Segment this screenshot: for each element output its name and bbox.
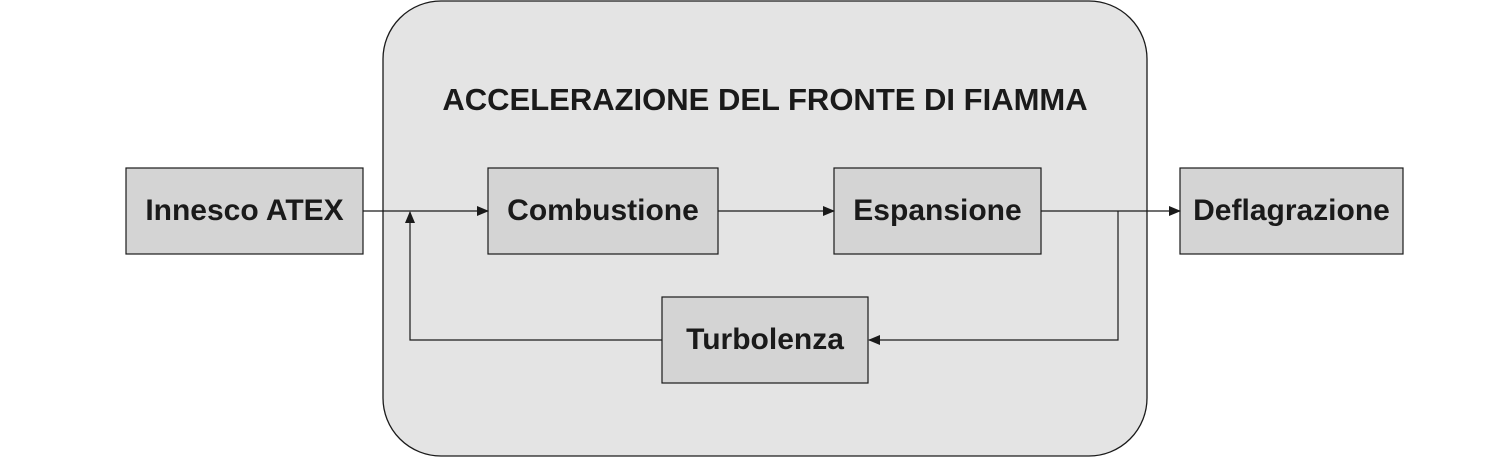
- combustione-box: [487, 167, 719, 255]
- innesco-box: [125, 167, 364, 255]
- turbolenza-label: Turbolenza: [686, 323, 844, 356]
- group-title: ACCELERAZIONE DEL FRONTE DI FIAMMA: [442, 82, 1088, 117]
- combustione-label: Combustione: [507, 194, 699, 227]
- group-container: [382, 0, 1148, 457]
- arrow-espansione-to-turbolenza: [868, 211, 1119, 345]
- deflagrazione-label: Deflagrazione: [1193, 194, 1390, 227]
- turbolenza-box: [661, 296, 869, 384]
- espansione-box: [833, 167, 1042, 255]
- innesco-label: Innesco ATEX: [145, 194, 344, 227]
- deflagrazione-box: [1179, 167, 1404, 255]
- arrow-turbolenza-feedback: [405, 211, 662, 341]
- espansione-label: Espansione: [853, 194, 1022, 227]
